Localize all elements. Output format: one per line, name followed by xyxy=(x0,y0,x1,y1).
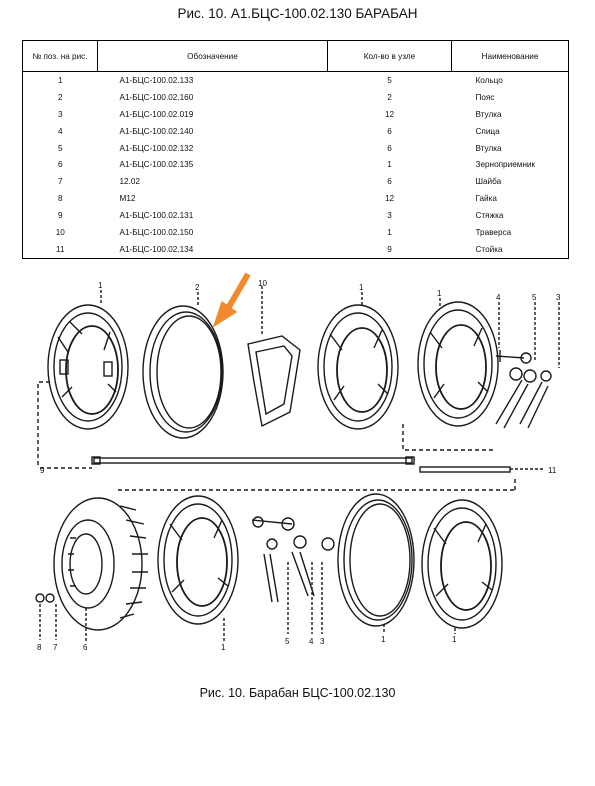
callout-label: 1 xyxy=(381,635,386,644)
table-row: 5 А1-БЦС-100.02.132 6 Втулка xyxy=(23,140,569,157)
post-part-11 xyxy=(419,466,545,473)
callout-label: 11 xyxy=(548,466,557,475)
orange-arrow-icon xyxy=(212,272,251,328)
callout-label: 4 xyxy=(496,293,501,302)
figure-caption: Рис. 10. Барабан БЦС-100.02.130 xyxy=(199,686,396,700)
callout-label: 7 xyxy=(53,643,58,652)
ring-part-1a xyxy=(47,290,129,430)
belt-part-2a xyxy=(142,292,224,439)
cell-designation: А1-БЦС-100.02.160 xyxy=(119,92,194,102)
cell-position: 6 xyxy=(57,160,63,170)
cell-name: Втулка xyxy=(475,143,502,153)
callout-label: 1 xyxy=(221,643,226,652)
cell-name: Кольцо xyxy=(475,75,503,85)
exploded-drum-drawing: 1 2 10 1 1 4 5 3 9 11 6 7 8 1 5 4 3 1 1 xyxy=(35,272,561,652)
spoke-bolt-assembly-top xyxy=(495,302,560,429)
callout-label: 1 xyxy=(98,281,103,290)
cell-quantity: 6 xyxy=(387,143,392,153)
table-row: 10 А1-БЦС-100.02.150 1 Траверса xyxy=(23,224,569,241)
cell-quantity: 9 xyxy=(387,244,392,254)
cell-name: Шайба xyxy=(475,177,502,187)
cell-position: 7 xyxy=(57,177,63,187)
cell-quantity: 12 xyxy=(384,194,395,204)
callout-label: 2 xyxy=(195,283,200,292)
parts-table: № поз. на рис. Обозначение Кол-во в узле… xyxy=(22,40,569,259)
callout-label: 10 xyxy=(258,279,267,288)
cell-designation: А1-БЦС-100.02.132 xyxy=(119,143,194,153)
callout-label: 3 xyxy=(556,293,561,302)
cell-quantity: 1 xyxy=(387,160,392,170)
cell-name: Втулка xyxy=(475,109,502,119)
cell-position: 2 xyxy=(57,92,63,102)
cell-name: Стяжка xyxy=(475,211,504,221)
cell-position: 4 xyxy=(57,126,63,136)
table-row: 1 А1-БЦС-100.02.133 5 Кольцо xyxy=(23,72,569,89)
callout-label: 5 xyxy=(532,293,537,302)
page-title: Рис. 10. А1.БЦС-100.02.130 БАРАБАН xyxy=(177,6,418,21)
table-row: 2 А1-БЦС-100.02.160 2 Пояс xyxy=(23,89,569,106)
cell-name: Спица xyxy=(475,126,500,136)
cell-designation: 12.02 xyxy=(119,177,141,187)
cell-designation: А1-БЦС-100.02.140 xyxy=(119,126,194,136)
ring-part-1c xyxy=(417,298,499,427)
cell-position: 1 xyxy=(57,75,63,85)
cell-quantity: 2 xyxy=(387,92,392,102)
callout-label: 9 xyxy=(40,466,45,475)
table-row: 11 А1-БЦС-100.02.134 9 Стойка xyxy=(23,241,569,258)
col-header-name: Наименование xyxy=(451,40,569,72)
table-row: 4 А1-БЦС-100.02.140 6 Спица xyxy=(23,123,569,140)
cell-designation: А1-БЦС-100.02.150 xyxy=(119,227,194,237)
ring-part-1e xyxy=(421,499,503,634)
callout-label: 1 xyxy=(452,635,457,644)
ring-part-1b xyxy=(317,292,399,430)
col-header-quantity: Кол-во в узле xyxy=(327,40,452,72)
table-header-row: № поз. на рис. Обозначение Кол-во в узле… xyxy=(22,40,569,72)
cell-position: 11 xyxy=(56,244,65,254)
cell-quantity: 6 xyxy=(387,126,392,136)
cell-name: Стойка xyxy=(475,244,503,254)
cell-quantity: 3 xyxy=(387,211,392,221)
table-row: 3 А1-БЦС-100.02.019 12 Втулка xyxy=(23,106,569,123)
callout-label: 1 xyxy=(437,289,442,298)
cell-position: 3 xyxy=(57,109,63,119)
cell-position: 10 xyxy=(55,227,65,237)
grain-receiver-part-6 xyxy=(53,497,148,642)
cell-quantity: 5 xyxy=(387,75,392,85)
cell-position: 9 xyxy=(57,211,63,221)
ring-part-1d xyxy=(157,495,239,642)
col-header-designation: Обозначение xyxy=(97,40,328,72)
callout-label: 4 xyxy=(309,637,314,646)
spoke-bolt-assembly-bottom xyxy=(251,516,335,634)
cell-position: 8 xyxy=(57,194,63,204)
table-row: 6 А1-БЦС-100.02.135 1 Зерноприемник xyxy=(23,156,569,173)
cell-quantity: 1 xyxy=(387,227,392,237)
col-header-position: № поз. на рис. xyxy=(22,40,98,72)
table-row: 9 А1-БЦС-100.02.131 3 Стяжка xyxy=(23,207,569,224)
tie-rod-part-9 xyxy=(91,456,415,465)
cell-quantity: 6 xyxy=(387,177,392,187)
cell-quantity: 12 xyxy=(384,109,395,119)
cell-name: Гайка xyxy=(475,194,497,204)
callout-label: 6 xyxy=(83,643,88,652)
cell-designation: А1-БЦС-100.02.134 xyxy=(119,244,194,254)
belt-part-2b xyxy=(337,493,415,634)
cell-designation: А1-БЦС-100.02.135 xyxy=(119,160,194,170)
cell-designation: А1-БЦС-100.02.131 xyxy=(119,211,194,221)
callout-label: 3 xyxy=(320,637,325,646)
callout-label: 5 xyxy=(285,637,290,646)
washer-nut-parts-7-8 xyxy=(35,593,57,640)
cell-designation: А1-БЦС-100.02.133 xyxy=(119,75,194,85)
traverse-part-10 xyxy=(247,286,301,428)
cell-designation: А1-БЦС-100.02.019 xyxy=(119,109,194,119)
cell-name: Зерноприемник xyxy=(475,160,536,170)
table-row: 7 12.02 6 Шайба xyxy=(23,173,569,190)
table-row: 8 М12 12 Гайка xyxy=(23,190,569,207)
callout-label: 1 xyxy=(359,283,364,292)
cell-position: 5 xyxy=(57,143,63,153)
cell-name: Пояс xyxy=(475,92,495,102)
cell-designation: М12 xyxy=(119,194,136,204)
cell-name: Траверса xyxy=(475,227,512,237)
callout-label: 8 xyxy=(37,643,42,652)
